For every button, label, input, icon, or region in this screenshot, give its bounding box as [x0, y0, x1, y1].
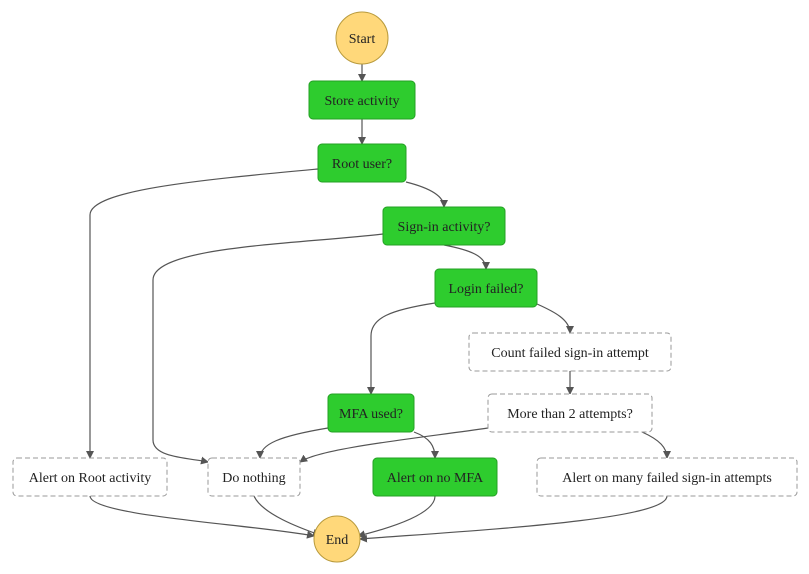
task-box	[434, 268, 538, 308]
node-label: Do nothing	[222, 471, 285, 486]
inactive-box	[487, 393, 653, 433]
node-nothing[interactable]: Do nothing	[207, 457, 301, 497]
edge-root-to-signin	[405, 181, 448, 208]
node-label: Root user?	[332, 157, 392, 172]
edge-signin-to-loginfail	[443, 244, 490, 270]
inactive-box	[468, 332, 672, 372]
node-count[interactable]: Count failed sign-in attempt	[468, 332, 672, 372]
node-end[interactable]: End	[313, 515, 361, 563]
edge-more2-to-alertmany	[641, 431, 671, 459]
edge-more2-to-nothing	[299, 427, 489, 463]
terminal-circle	[313, 515, 361, 563]
inactive-box	[12, 457, 168, 497]
node-label: Sign-in activity?	[398, 220, 491, 235]
task-box	[308, 80, 416, 120]
node-loginfail[interactable]: Login failed?	[434, 268, 538, 308]
node-signin[interactable]: Sign-in activity?	[382, 206, 506, 246]
node-label: Alert on Root activity	[29, 471, 151, 486]
node-label: End	[326, 533, 349, 548]
node-label: More than 2 attempts?	[507, 407, 633, 422]
node-start[interactable]: Start	[335, 11, 389, 65]
edge-mfa-to-alertmfa	[413, 431, 439, 459]
node-alertmany[interactable]: Alert on many failed sign-in attempts	[536, 457, 798, 497]
node-root[interactable]: Root user?	[317, 143, 407, 183]
edge-alertmany-to-end	[359, 495, 668, 543]
task-box	[382, 206, 506, 246]
node-label: Start	[349, 32, 376, 47]
node-label: Store activity	[324, 94, 399, 109]
task-box	[327, 393, 415, 433]
edge-alertmfa-to-end	[357, 495, 436, 539]
node-mfa[interactable]: MFA used?	[327, 393, 415, 433]
task-box	[317, 143, 407, 183]
node-store[interactable]: Store activity	[308, 80, 416, 120]
node-label: MFA used?	[339, 407, 403, 422]
edge-loginfail-to-mfa	[367, 302, 436, 395]
node-label: Login failed?	[448, 282, 523, 297]
edge-loginfail-to-count	[536, 303, 574, 334]
node-label: Count failed sign-in attempt	[491, 346, 649, 361]
task-box	[372, 457, 498, 497]
edge-mfa-to-nothing	[256, 427, 329, 459]
node-more2[interactable]: More than 2 attempts?	[487, 393, 653, 433]
inactive-box	[536, 457, 798, 497]
edge-nothing-to-end	[253, 495, 321, 537]
inactive-box	[207, 457, 301, 497]
edge-signin-to-nothing	[152, 233, 384, 465]
node-alertmfa[interactable]: Alert on no MFA	[372, 457, 498, 497]
node-label: Alert on many failed sign-in attempts	[562, 471, 772, 486]
edge-alertroot-to-end	[89, 495, 315, 539]
node-label: Alert on no MFA	[387, 471, 484, 486]
edge-root-to-alertroot	[86, 168, 319, 459]
node-alertroot[interactable]: Alert on Root activity	[12, 457, 168, 497]
edges-layer	[86, 64, 671, 543]
terminal-circle	[335, 11, 389, 65]
